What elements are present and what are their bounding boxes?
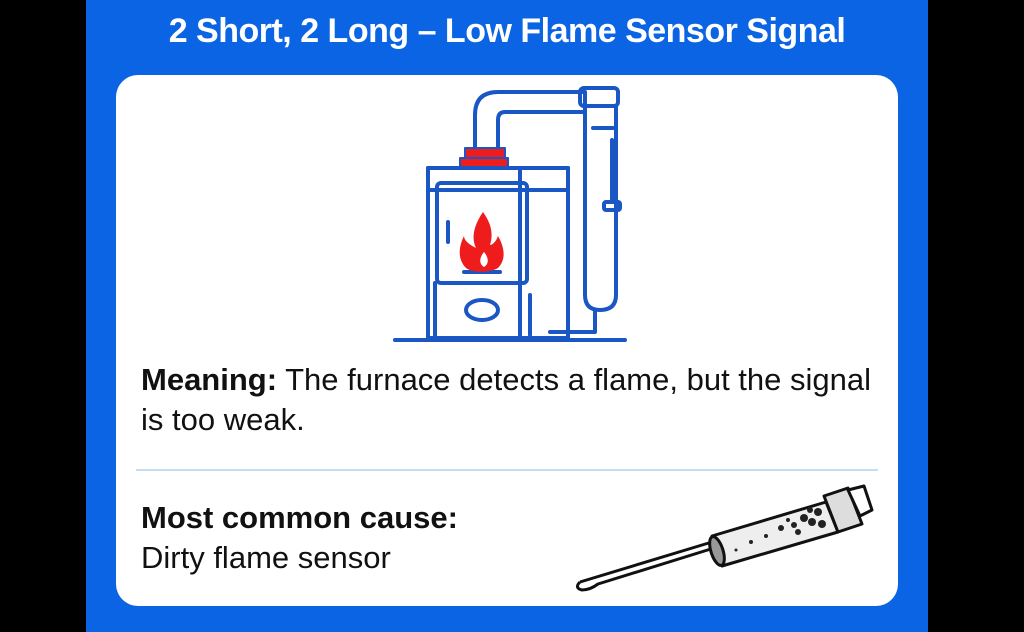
flame-sensor-icon <box>575 484 874 592</box>
meaning-text: Meaning: The furnace detects a flame, bu… <box>141 360 881 440</box>
divider <box>136 469 878 471</box>
furnace-icon <box>393 86 627 342</box>
cause-label: Most common cause: <box>141 500 458 535</box>
flame-icon <box>459 212 504 272</box>
meaning-description: The furnace detects a flame, but the sig… <box>141 362 872 437</box>
info-panel: 2 Short, 2 Long – Low Flame Sensor Signa… <box>86 0 928 632</box>
meaning-label: Meaning: <box>141 362 278 397</box>
cause-value: Dirty flame sensor <box>141 540 391 575</box>
info-card: Meaning: The furnace detects a flame, bu… <box>116 75 898 606</box>
page-title: 2 Short, 2 Long – Low Flame Sensor Signa… <box>168 12 846 50</box>
